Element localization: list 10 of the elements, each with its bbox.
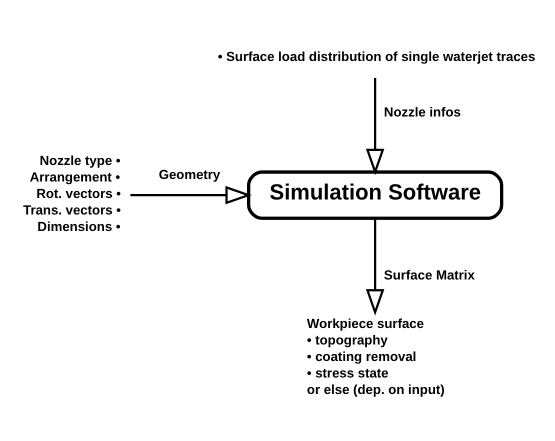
node-text: Workpiece surface • topography • coating removal • stress state or else (dep. on input) [306,315,445,396]
edge-label: Surface Matrix [384,266,475,282]
node-box: Simulation Software [246,170,504,220]
edge-label: Geometry [158,166,220,182]
arrow [366,78,384,175]
arrow [130,185,252,204]
node-text: Nozzle type • Arrangement • Rot. vectors • Trans. vectors • Dimensions • [23,152,121,234]
edge-label: Nozzle infos [384,104,461,120]
node-text: • Surface load distribution of single waterjet traces [218,48,536,64]
arrow [366,218,384,316]
